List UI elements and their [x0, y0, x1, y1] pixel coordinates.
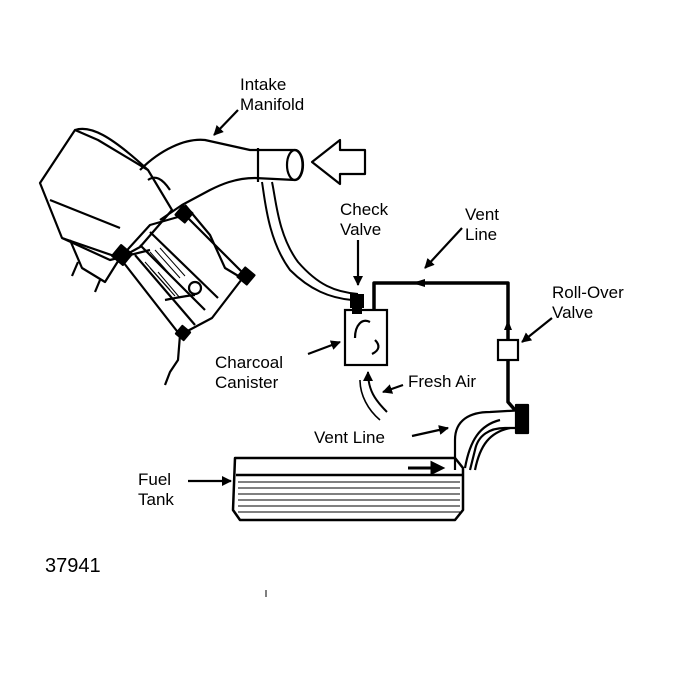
vent-line-flow-arrow — [504, 320, 512, 330]
rollover-valve — [496, 338, 520, 362]
fresh-air-label: Fresh Air — [408, 372, 477, 391]
charcoal-canister-label: Charcoal Canister — [215, 353, 284, 392]
vent-line-flow-arrow — [412, 279, 425, 287]
check-valve-label: Check Valve — [340, 200, 389, 239]
intake-manifold-label: Intake Manifold — [240, 75, 305, 114]
leader-arrows — [188, 109, 553, 486]
filler-neck — [453, 403, 530, 471]
vent-line-bottom-label: Vent Line — [314, 428, 385, 447]
fuel-tank — [231, 456, 465, 522]
vapor-flow-arrow — [408, 460, 446, 476]
intake-manifold — [139, 138, 305, 281]
check-valve — [350, 294, 364, 314]
vent-line-top-label: Vent Line — [465, 205, 500, 244]
fuel-hatching — [238, 481, 460, 513]
figure-number: 37941 — [45, 555, 101, 577]
airflow-arrow — [310, 138, 367, 186]
vent-line-upper — [372, 281, 517, 412]
air-cleaner-housing — [38, 127, 174, 293]
charcoal-canister — [343, 308, 389, 367]
fuel-tank-label: Fuel Tank — [138, 470, 174, 509]
fresh-air-arrow — [363, 371, 388, 413]
engine-cylinder — [111, 204, 256, 386]
rollover-valve-label: Roll-Over Valve — [552, 283, 624, 322]
fresh-air-arrow — [359, 379, 381, 421]
purge-hoses — [261, 181, 359, 301]
cylinder-hatching — [144, 247, 186, 299]
